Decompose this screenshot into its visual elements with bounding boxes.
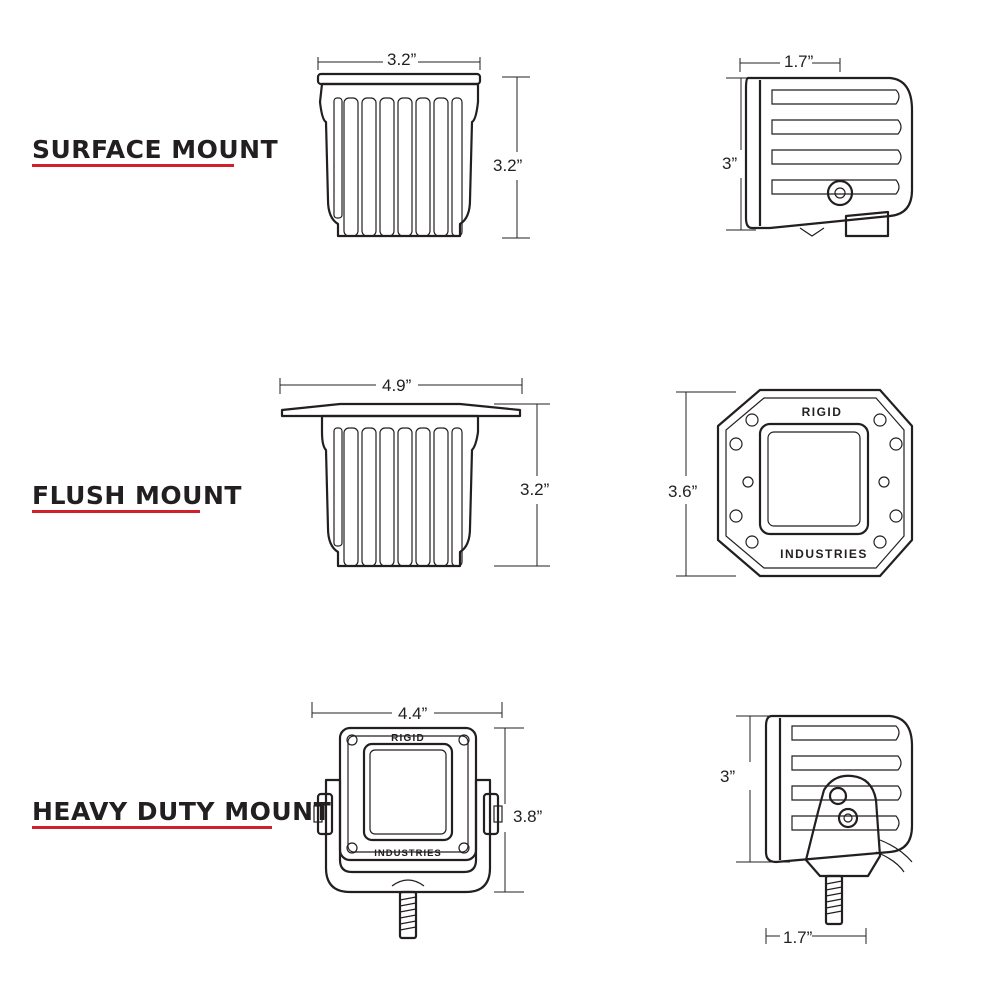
surface-mount-underline (32, 164, 234, 167)
heavy-front-width-dim: 4.4” (398, 704, 428, 723)
flush-mount-label: FLUSH MOUNT (32, 481, 242, 510)
surface-side-width-dim: 1.7” (784, 52, 814, 71)
flush-mount-underline (32, 510, 200, 513)
surface-mount-side-drawing (726, 58, 914, 238)
surface-mount-label: SURFACE MOUNT (32, 135, 279, 164)
heavy-duty-side-drawing (736, 714, 914, 944)
surface-mount-front-drawing (316, 57, 530, 239)
heavy-duty-mount-label: HEAVY DUTY MOUNT (32, 797, 332, 826)
surface-side-height-dim: 3” (722, 154, 738, 173)
flush-side-height-dim: 3.6” (668, 482, 698, 501)
heavy-logo-top: RIGID (391, 733, 425, 744)
heavy-duty-front-drawing: RIGID INDUSTRIES (311, 702, 524, 940)
surface-front-width-dim: 3.2” (387, 50, 417, 69)
flush-front-height-dim: 3.2” (520, 480, 550, 499)
heavy-logo-bottom: INDUSTRIES (374, 848, 442, 859)
flush-front-width-dim: 4.9” (382, 376, 412, 395)
flush-logo-bottom: INDUSTRIES (780, 547, 868, 561)
heavy-side-width-dim: 1.7” (783, 928, 813, 947)
surface-front-height-dim: 3.2” (493, 156, 523, 175)
flush-mount-front-drawing (279, 378, 550, 568)
flush-mount-face-drawing: RIGID INDUSTRIES (676, 388, 914, 578)
heavy-front-height-dim: 3.8” (513, 807, 543, 826)
flush-logo-top: RIGID (802, 405, 843, 419)
heavy-side-height-dim: 3” (720, 767, 736, 786)
heavy-duty-mount-underline (32, 826, 272, 829)
